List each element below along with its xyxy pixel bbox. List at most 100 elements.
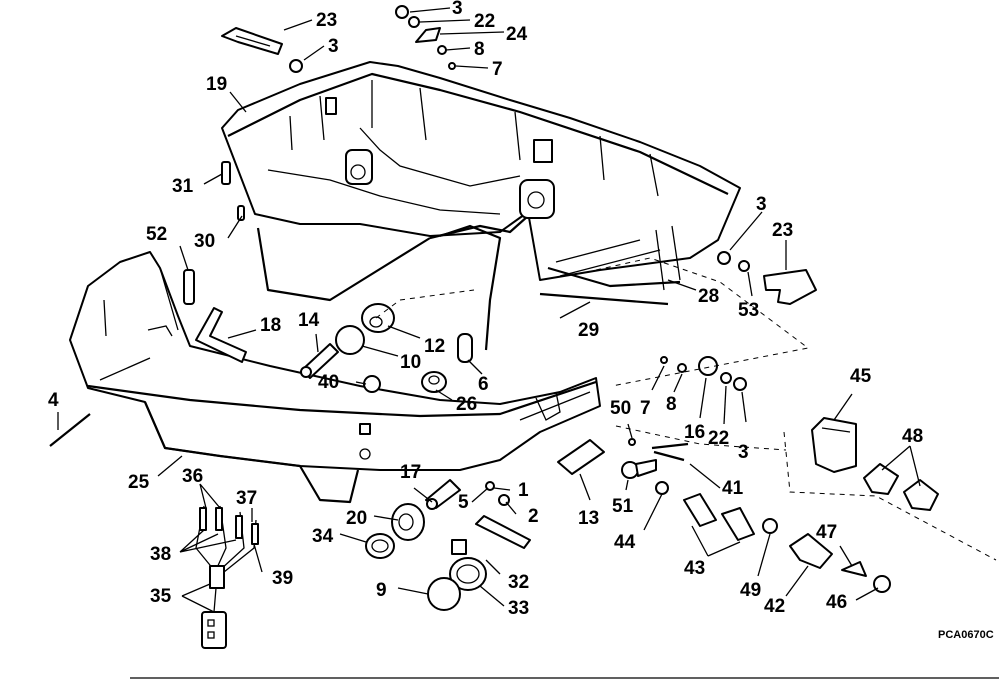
callout-22-mid: 22: [708, 428, 729, 449]
callout-16: 16: [684, 422, 705, 443]
callout-45: 45: [850, 366, 872, 387]
part-handle-23-top: [221, 27, 283, 55]
callout-38: 38: [150, 544, 171, 565]
part-clamp-44: [655, 481, 669, 495]
callout-39: 39: [272, 568, 293, 589]
callout-19: 19: [206, 74, 227, 95]
callout-1: 1: [518, 480, 529, 501]
callout-36: 36: [182, 466, 203, 487]
callout-33: 33: [508, 598, 529, 619]
callout-40: 40: [318, 372, 339, 393]
part-washer-53: [738, 260, 750, 272]
callout-8-mid: 8: [666, 394, 677, 415]
part-grommet-26: [421, 371, 447, 393]
part-fitting-17: [425, 479, 461, 510]
callout-4: 4: [48, 390, 59, 411]
part-fitting-51: [621, 459, 657, 479]
callout-37: 37: [236, 488, 257, 509]
part-clip-6: [457, 333, 473, 363]
part-fitting-52: [183, 269, 195, 305]
callout-26: 26: [456, 394, 477, 415]
callout-46: 46: [826, 592, 847, 613]
callout-3-top-left: 3: [328, 36, 339, 57]
part-clamp-33: [449, 539, 487, 591]
callout-41: 41: [722, 478, 744, 499]
callout-7-mid: 7: [640, 398, 651, 419]
callout-51: 51: [612, 496, 634, 517]
callout-2: 2: [528, 506, 539, 527]
part-fittings-48: [863, 463, 939, 511]
callout-6: 6: [478, 374, 489, 395]
part-link-28: [547, 266, 681, 288]
callout-8-top: 8: [474, 39, 485, 60]
callout-52: 52: [146, 224, 167, 245]
callout-14: 14: [298, 310, 320, 331]
part-fitting-14: [300, 343, 339, 379]
part-nut-3-right: [717, 251, 731, 265]
callout-25: 25: [128, 472, 150, 493]
callout-43: 43: [684, 558, 705, 579]
callout-32: 32: [508, 572, 529, 593]
part-hardware-top-stack: [395, 5, 456, 70]
callout-53: 53: [738, 300, 759, 321]
part-clamp-41: [651, 442, 689, 462]
part-grommet-20: [391, 503, 425, 541]
part-rod-29: [539, 292, 669, 306]
callout-29: 29: [578, 320, 599, 341]
part-nut-3-top: [289, 59, 303, 73]
part-clamp-49: [762, 518, 778, 534]
callout-18: 18: [260, 315, 281, 336]
callout-3-right: 3: [756, 194, 767, 215]
callout-50: 50: [610, 398, 631, 419]
part-fitting-42: [789, 533, 833, 569]
part-bolt-4: [49, 413, 91, 447]
callout-42: 42: [764, 596, 785, 617]
callout-22-top: 22: [474, 11, 495, 32]
callout-31: 31: [172, 176, 194, 197]
drawing-code: PCA0670C: [938, 629, 994, 641]
dashed-reference-lines: [375, 257, 997, 561]
callout-44: 44: [614, 532, 636, 553]
callout-28: 28: [698, 286, 719, 307]
callout-30: 30: [194, 231, 215, 252]
callout-49: 49: [740, 580, 761, 601]
upper-cowl-housing: [221, 61, 741, 351]
callout-5: 5: [458, 492, 469, 513]
callout-12: 12: [424, 336, 445, 357]
part-washer-10: [335, 325, 365, 355]
part-bracket-18: [195, 307, 247, 363]
part-washer-9: [427, 577, 461, 611]
callout-20: 20: [346, 508, 367, 529]
callout-47: 47: [816, 522, 837, 543]
part-bracket-32: [475, 515, 531, 549]
callout-35: 35: [150, 586, 172, 607]
callout-7-top: 7: [492, 59, 503, 80]
part-wire-connectors-35-39: [195, 505, 259, 649]
part-handle-23-right: [763, 269, 817, 305]
callout-34: 34: [312, 526, 334, 547]
callout-3-mid: 3: [738, 442, 749, 463]
part-nut-40: [363, 375, 381, 393]
part-screw-50: [628, 438, 636, 446]
part-pin-30: [237, 205, 245, 221]
lower-motor-cover: [69, 251, 601, 504]
part-grommet-12: [361, 303, 395, 333]
callout-9: 9: [376, 580, 387, 601]
callout-24: 24: [506, 24, 528, 45]
part-hardware-mid-stack: [660, 356, 747, 391]
callout-labels: 23 3 3 22 24 8 7 19 31 30 52 18 14 10 12…: [48, 0, 923, 619]
callout-13: 13: [578, 508, 599, 529]
callout-23-right: 23: [772, 220, 793, 241]
part-connector-45: [811, 417, 857, 473]
part-grommet-13: [557, 439, 605, 475]
callout-23-top: 23: [316, 10, 337, 31]
leader-lines: [57, 7, 921, 613]
part-ring-34: [365, 533, 395, 559]
part-hose-43: [683, 493, 755, 541]
callout-17: 17: [400, 462, 421, 483]
callout-48: 48: [902, 426, 923, 447]
part-plug-47: [841, 561, 867, 577]
part-pin-31: [221, 161, 231, 185]
callout-10: 10: [400, 352, 421, 373]
